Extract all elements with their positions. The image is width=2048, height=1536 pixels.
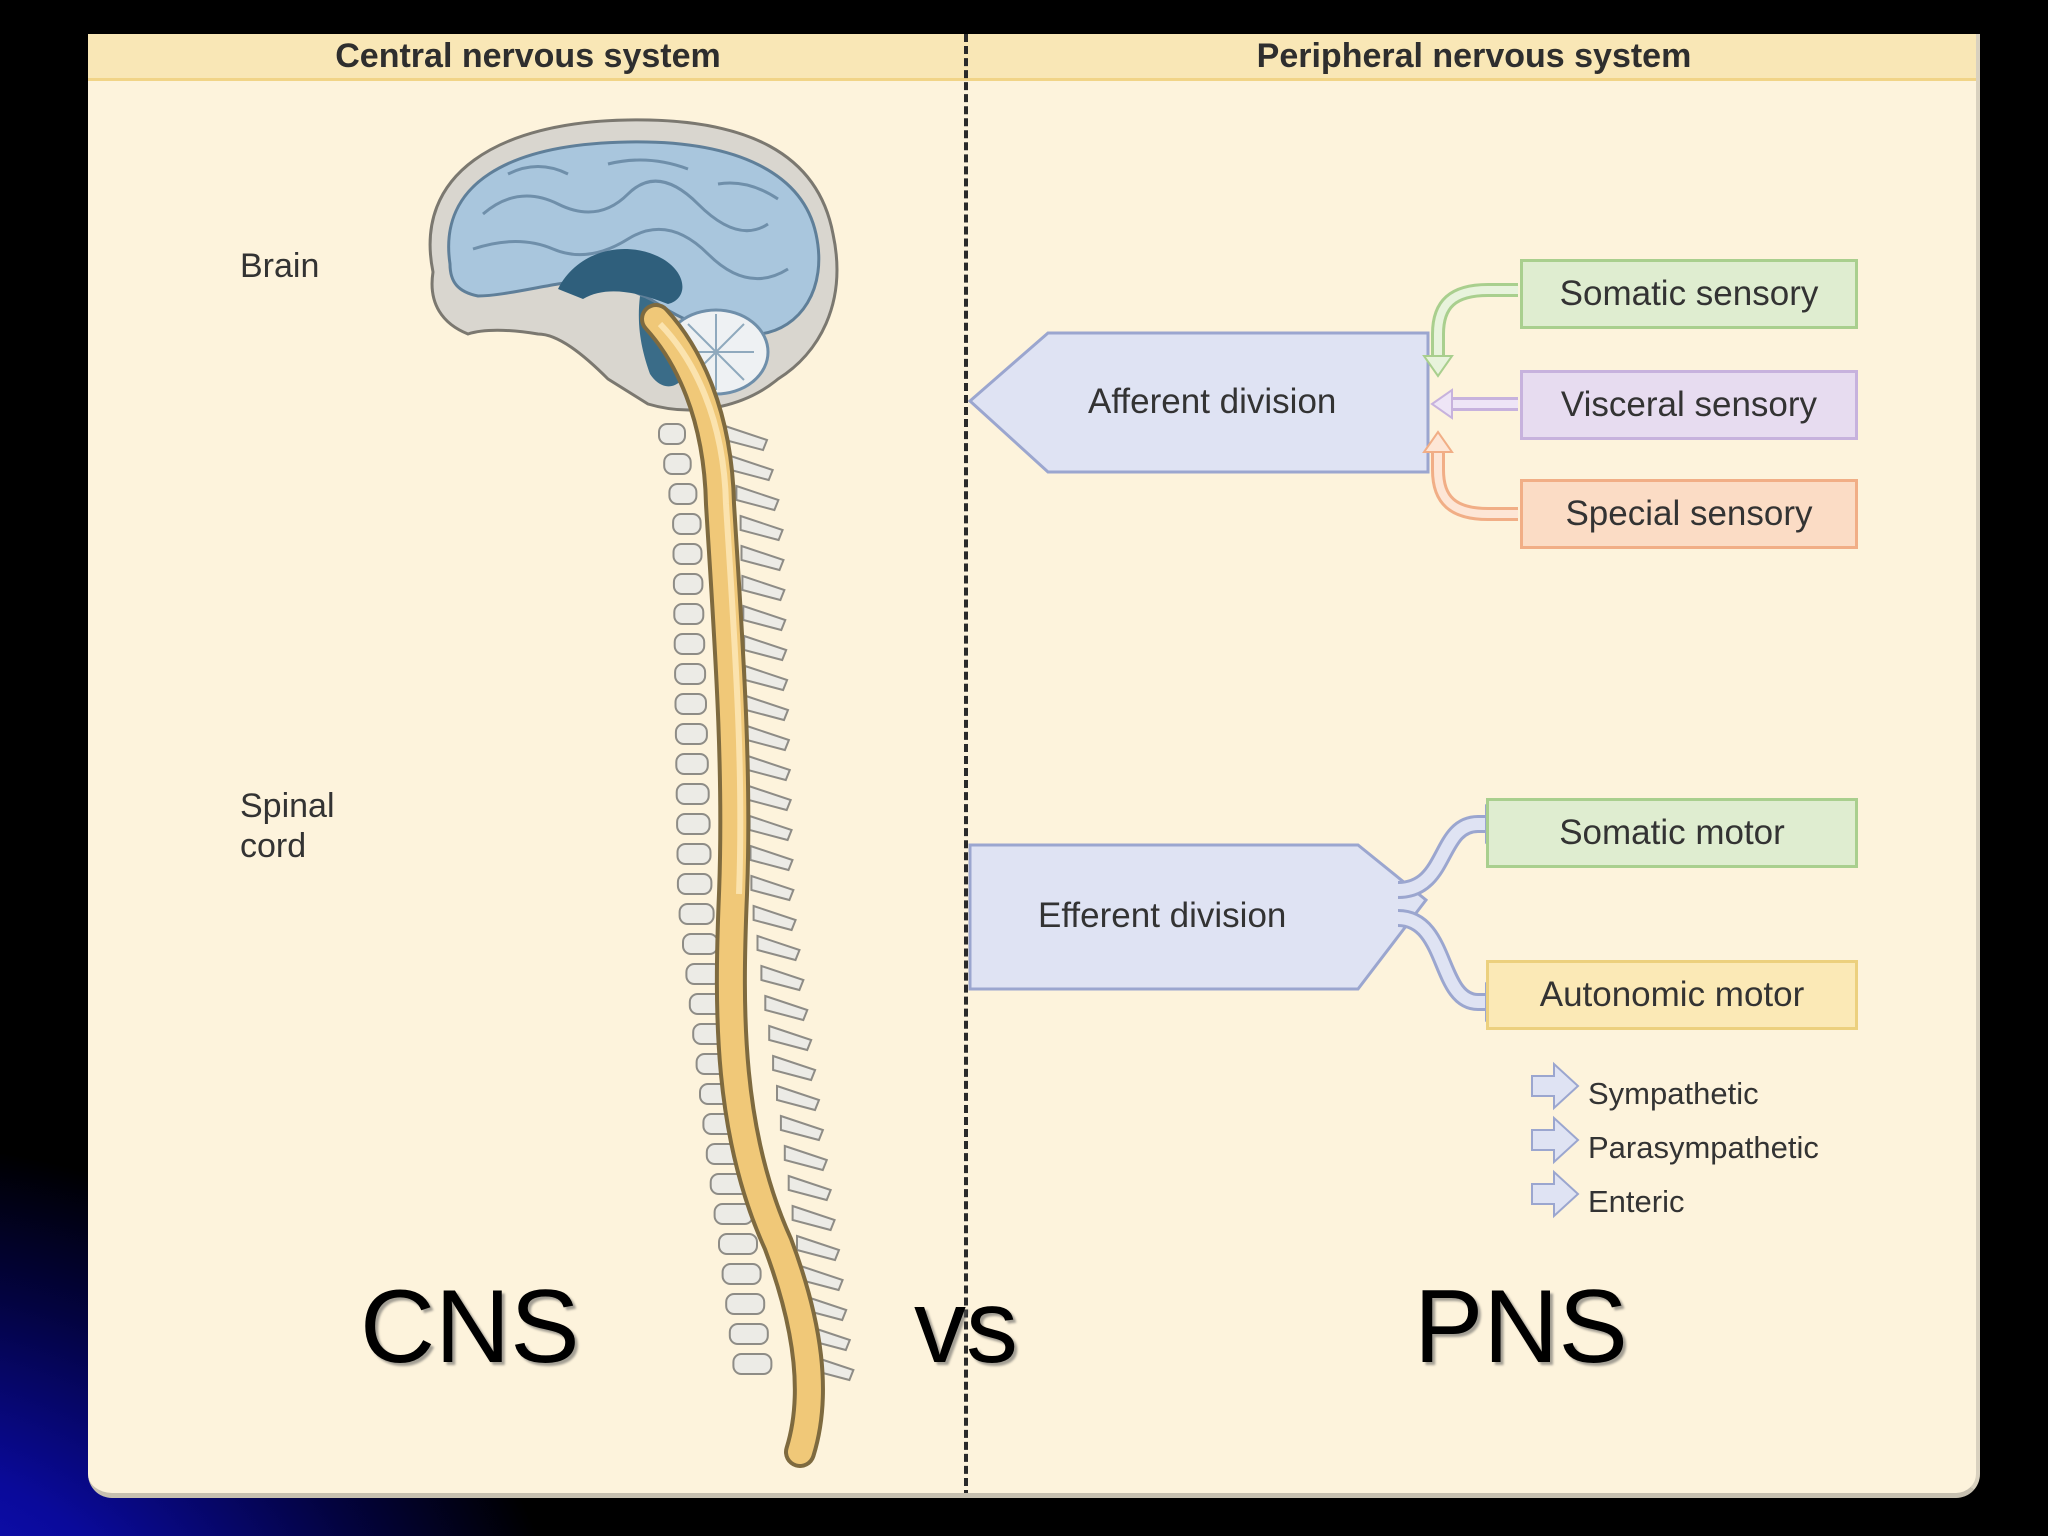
header-pns: Peripheral nervous system	[1256, 37, 1692, 75]
cns-pns-divider	[964, 34, 968, 1493]
sympathetic-label: Sympathetic	[1588, 1076, 1759, 1111]
afferent-division-label: Afferent division	[1088, 382, 1337, 421]
vertebra-process	[776, 1084, 821, 1112]
vertebra-body	[672, 513, 702, 535]
parasympathetic-label: Parasympathetic	[1588, 1130, 1819, 1165]
vertebra-body	[725, 1293, 766, 1315]
vertebra-process	[787, 1174, 833, 1202]
pns-flowchart	[967, 283, 1580, 1219]
vertebra-process	[791, 1204, 836, 1232]
cns-overlay-text: CNS	[360, 1269, 580, 1385]
vertebra-body	[674, 693, 707, 715]
vertebra-body	[672, 543, 703, 565]
vertebra-process	[764, 994, 809, 1022]
header-band	[88, 34, 1976, 81]
vertebra-body	[676, 843, 712, 865]
vertebra-process	[760, 964, 805, 992]
vertebra-process	[735, 484, 780, 512]
vertebra-process	[752, 904, 797, 932]
vertebra-body	[675, 783, 710, 805]
vertebra-body	[668, 483, 698, 505]
enteric-label: Enteric	[1588, 1184, 1685, 1219]
vertebra-body	[676, 873, 713, 895]
vertebra-body	[658, 423, 686, 445]
vertebra-body	[674, 723, 708, 745]
vertebra-process	[742, 604, 787, 632]
vertebra-process	[796, 1234, 841, 1262]
vertebra-body	[721, 1263, 762, 1285]
vertebra-process	[772, 1054, 817, 1082]
afferent-shape	[967, 331, 1430, 474]
autonomic-motor-box: Autonomic motor	[1486, 960, 1858, 1030]
vertebra-process	[756, 934, 801, 962]
somatic-sensory-box: Somatic sensory	[1520, 259, 1858, 329]
efferent-division-label: Efferent division	[1038, 896, 1287, 935]
vs-overlay-text: vs	[914, 1269, 1018, 1385]
vertebra-process	[749, 844, 794, 872]
vertebra-process	[740, 544, 785, 572]
spinal-cord	[640, 303, 825, 1468]
efferent-shape	[968, 843, 1429, 991]
vertebra-process	[741, 574, 786, 602]
spinal-cord-label-line1: Spinal	[240, 787, 335, 825]
brain	[447, 140, 821, 396]
cns-illustration	[428, 118, 855, 1468]
spinal-cord-label-line2: cord	[240, 827, 307, 865]
vertebra-body	[718, 1233, 758, 1255]
afferent-connectors	[1422, 283, 1518, 521]
vertebra-body	[674, 663, 707, 685]
vertebra-process	[779, 1114, 825, 1142]
vertebra-process	[768, 1024, 813, 1052]
vertebra-body	[678, 903, 715, 925]
diagram-slide: Central nervous system Peripheral nervou…	[88, 34, 1980, 1498]
pns-overlay-text: PNS	[1414, 1269, 1628, 1385]
vertebra-process	[750, 874, 795, 902]
somatic-motor-box: Somatic motor	[1486, 798, 1858, 868]
vertebra-body	[676, 813, 711, 835]
autonomic-sub-arrows	[1531, 1061, 1580, 1219]
brain-label: Brain	[240, 247, 320, 285]
vertebra-body	[728, 1323, 769, 1345]
vertebra-body	[663, 453, 692, 475]
vertebra-process	[783, 1144, 829, 1172]
header-cns: Central nervous system	[335, 37, 721, 75]
vertebra-body	[675, 753, 709, 775]
visceral-sensory-box: Visceral sensory	[1520, 370, 1858, 440]
special-sensory-box: Special sensory	[1520, 479, 1858, 549]
vertebra-body	[673, 633, 706, 655]
vertebra-process	[739, 514, 784, 542]
vertebra-body	[672, 573, 704, 595]
vertebra-body	[673, 603, 705, 625]
vertebra-body	[732, 1353, 773, 1375]
